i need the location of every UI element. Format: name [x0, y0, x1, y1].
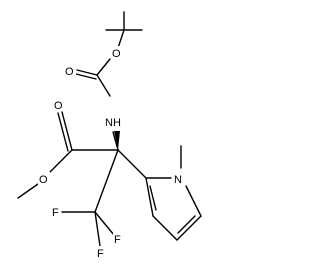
- bond-o-to-carbonyl-c: [96, 58, 111, 76]
- atom-label-o-ester-carbonyl: O: [54, 100, 63, 112]
- boc-carbamate: [75, 58, 111, 97]
- bond-ester-c-to-o-double-b: [57, 112, 69, 152]
- bond-stereocenter-to-cf3: [94, 149, 119, 213]
- bond-n-to-stereocenter: [112, 131, 119, 151]
- bond-carbonyl-double-b: [75, 73, 97, 80]
- bond-c5-to-c4: [176, 215, 202, 241]
- trifluoromethyl-group: [61, 149, 119, 247]
- bond-ester-c-to-o-double-a: [61, 111, 73, 151]
- wedge-bond: [114, 131, 120, 150]
- atom-labels: O O NH O O F F F N: [38, 46, 185, 260]
- bond-ester-c-to-o-single: [49, 149, 73, 173]
- atom-label-f1: F: [52, 207, 59, 219]
- bond-carbonyl-double-a: [76, 69, 98, 76]
- bond-c-to-f2: [94, 211, 101, 247]
- atom-label-nh-amide: NH: [105, 117, 121, 129]
- pyrrole-ring: [117, 145, 202, 241]
- bond-carbonyl-c-to-n: [96, 74, 111, 97]
- atom-label-o-ester-ether: O: [39, 174, 48, 186]
- atom-label-o-boc-carbonyl: O: [65, 66, 74, 78]
- bond-c4-to-c3: [152, 215, 178, 241]
- bond-o-to-methyl: [17, 183, 39, 199]
- atom-label-f3: F: [114, 234, 121, 246]
- bond-c3-to-c2: [145, 177, 154, 217]
- bond-n-to-c5: [185, 185, 202, 217]
- bond-c-to-f3: [94, 211, 115, 236]
- bond-stereocenter-to-pyrrole-c2: [117, 149, 147, 179]
- methyl-ester: [17, 111, 119, 199]
- structure-diagram: O O NH O O F F F N: [17, 11, 202, 260]
- atom-label-n-pyrrole: N: [174, 174, 182, 186]
- bond-tbu-to-oxygen: [117, 29, 125, 49]
- bond-c2-c3-inner: [149, 185, 157, 211]
- tert-butyl-group: [105, 11, 143, 49]
- atom-label-f2: F: [97, 248, 104, 260]
- atom-label-o-boc-ether: O: [112, 48, 121, 60]
- bond-c4-c5-inner: [177, 215, 196, 234]
